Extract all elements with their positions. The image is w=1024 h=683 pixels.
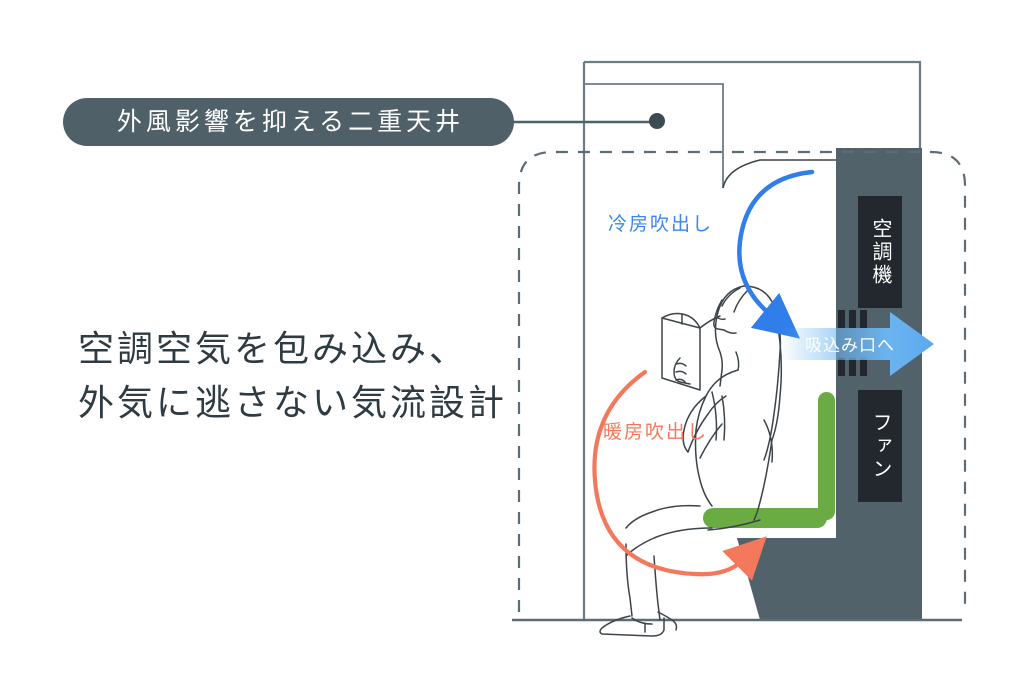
callout-dot — [649, 113, 665, 129]
seated-person-reading — [599, 285, 783, 637]
intake-grille — [838, 310, 867, 376]
dark-pedestal-base — [737, 538, 922, 620]
heating-outlet-label: 暖房吹出し — [603, 422, 709, 443]
green-chair — [703, 392, 835, 528]
heating-airflow-arc — [592, 369, 767, 581]
intake-arrow-label: 吸込み口へ — [805, 336, 895, 355]
device-label-fan: ファン — [869, 411, 891, 481]
callout-pill[interactable]: 外風影響を抑える二重天井 — [63, 98, 514, 146]
cooling-outlet-label: 冷房吹出し — [608, 214, 714, 235]
airflow-containment-boundary — [517, 150, 967, 612]
outer-ceiling-rect — [582, 60, 922, 620]
callout-pill-label: 外風影響を抑える二重天井 — [116, 107, 465, 136]
inner-ceiling-line — [584, 83, 836, 189]
cooling-airflow-arc — [737, 169, 815, 339]
page-headline: 空調空気を包み込み、 外気に逃さない気流設計 — [78, 328, 508, 423]
device-label-air-conditioner: 空調機 — [869, 217, 891, 287]
intake-arrow — [780, 312, 934, 376]
device-box-fan: ファン — [858, 390, 902, 502]
device-box-air-conditioner: 空調機 — [858, 196, 902, 308]
callout-leader — [508, 113, 665, 129]
